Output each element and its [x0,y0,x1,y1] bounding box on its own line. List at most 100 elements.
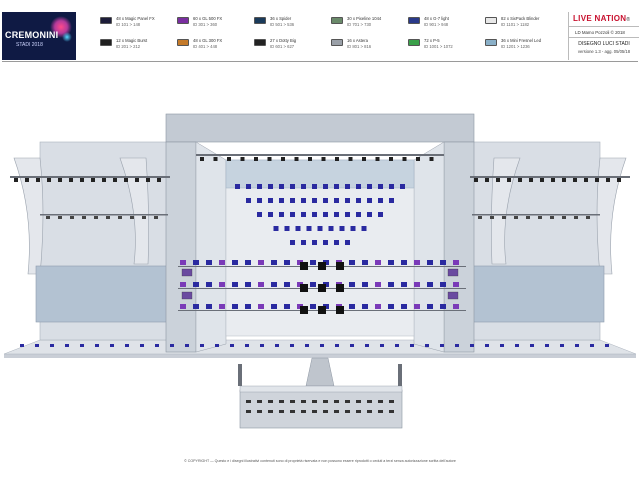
floor-fixture [560,344,564,347]
b-stage-fixture [246,410,251,413]
wash-fixture [378,184,383,189]
wash-fixture [356,198,361,203]
spot-fixture [124,178,128,182]
spot-fixture [321,157,326,161]
dotty-fixture [336,306,344,314]
wash-fixture [400,184,405,189]
spot-fixture [617,178,621,182]
right-wing-truss [470,176,630,178]
wash-fixture [401,304,407,309]
spot-fixture [146,178,150,182]
right-side-screen [467,265,605,323]
wash-fixture [388,260,394,265]
floor-fixture [485,344,489,347]
wash-fixture [378,212,383,217]
fixture-swatch-icon [408,39,420,46]
wash-fixture [339,226,345,231]
b-stage-fixture [268,400,273,403]
floor-fixture [290,344,294,347]
spot-fixture [595,178,599,182]
spot-fixture [281,157,285,161]
b-stage-fixture [389,400,394,403]
spot-fixture [254,157,258,161]
floor-fixture [380,344,384,347]
dotty-fixture [318,262,326,270]
blinder-fixture [118,216,122,219]
gl-fixture [181,268,193,277]
gl-fixture [181,291,193,300]
wash-fixture [271,304,277,309]
gl-fixture [447,291,459,300]
blinder-fixture [550,216,554,219]
b-stage-fixture [301,400,306,403]
floor-fixture [530,344,534,347]
wash-fixture [180,282,186,287]
wash-fixture [245,282,251,287]
wash-fixture [232,282,238,287]
wash-fixture [401,260,407,265]
right-proscenium [413,141,445,353]
wash-fixture [349,282,355,287]
floor-fixture [440,344,444,347]
floor-fixture [185,344,189,347]
brand-trademark: ® [626,17,631,23]
wash-fixture [257,184,262,189]
upper-led-screen [225,159,415,189]
floor-fixture [605,344,609,347]
wash-fixture [290,198,295,203]
blinder-fixture [478,216,482,219]
left-wing-truss [10,176,170,178]
wash-fixture [401,282,407,287]
spot-fixture [573,178,577,182]
b-stage-fixture [334,400,339,403]
wash-fixture [362,260,368,265]
divider [569,26,639,27]
wash-fixture [279,198,284,203]
blinder-fixture [490,216,494,219]
wash-fixture [312,212,317,217]
divider [569,37,639,38]
left-roof-leg [165,141,197,353]
floor-fixture [320,344,324,347]
wash-fixture [375,304,381,309]
wash-fixture [317,226,323,231]
legend-fixture-name: 36 x Mini Fresnel Led [501,38,542,43]
wash-fixture [328,226,334,231]
wash-fixture [290,184,295,189]
wash-fixture [389,184,394,189]
logo-flare-graphic [62,32,72,42]
upstage-truss [196,154,444,156]
b-stage-fixture [356,400,361,403]
wash-fixture [284,260,290,265]
wash-fixture [290,212,295,217]
b-stage-fixture [312,410,317,413]
left-proscenium [195,141,227,353]
legend-fixture-id-range: ID 201 > 212 [116,44,141,49]
fixture-swatch-icon [100,17,112,24]
wash-fixture [440,304,446,309]
front-tower [238,364,242,386]
spot-fixture [36,178,40,182]
legend-fixture-name: 48 x Magic Panel FX [116,16,155,21]
wash-fixture [301,240,306,245]
wash-fixture [246,198,251,203]
blinder-fixture [130,216,134,219]
stage-elevation [3,113,637,429]
legend-fixture-id-range: ID 701 > 730 [347,22,372,27]
floor-fixture [305,344,309,347]
front-tower [398,364,402,386]
b-stage-fixture [301,410,306,413]
spot-fixture [213,157,218,161]
legend-fixture-id-range: ID 501 > 536 [270,22,295,27]
floor-fixture [410,344,414,347]
drawing-header: CREMONINI STADI 2018 48 x Magic Panel FX… [2,12,639,62]
left-outer-pa-hang [13,157,44,275]
floor-fixture [350,344,354,347]
wash-fixture [440,260,446,265]
wash-fixture [232,304,238,309]
